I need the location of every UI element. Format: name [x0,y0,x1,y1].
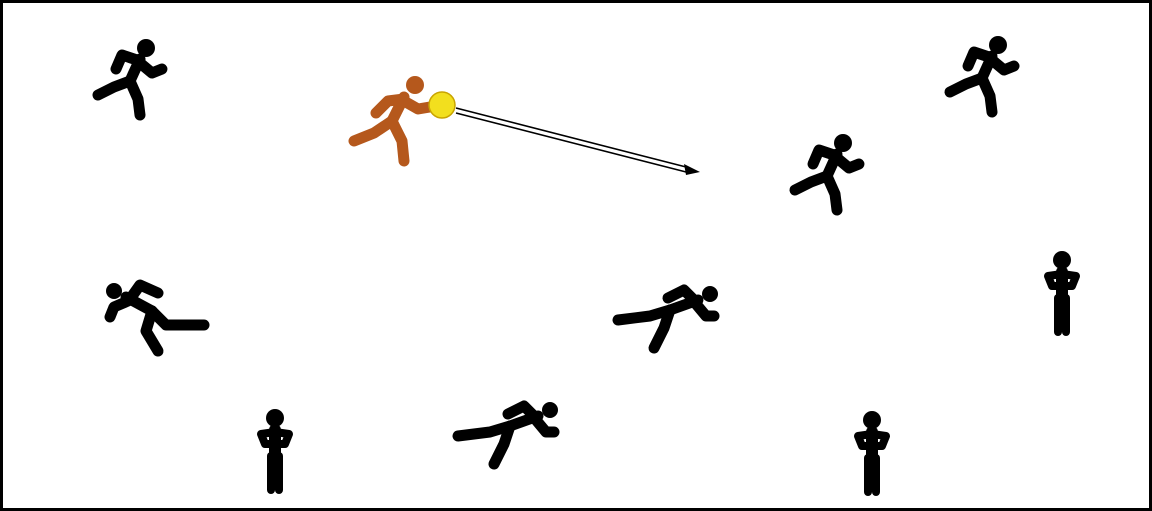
player-limb [124,279,164,305]
player-head [834,134,852,152]
player-limb [807,144,843,170]
player-limb [271,428,293,448]
player-figure-runner-top-right [944,36,1020,118]
player-limb [386,115,410,167]
player-limb [690,298,720,322]
pass-arrow [455,107,700,175]
player-limb [821,170,843,216]
player-head [106,283,122,299]
player-head [137,39,155,57]
players-layer [92,36,1080,496]
player-figure-runner-top-left [92,39,168,121]
player-limb [104,295,134,323]
player-limb [110,49,146,75]
player-figure-runner-mid-right [789,134,865,216]
player-limb [868,430,890,450]
player-limb [662,284,702,308]
player-limb [944,72,988,98]
player-head [266,409,284,427]
player-limb [530,414,560,438]
player-limb [452,420,516,442]
player-figure-diver-bottom [452,400,560,470]
player-limb [962,46,998,72]
player-limb [976,72,998,118]
player-limb [831,152,865,174]
player-limb [398,95,436,115]
player-limb [789,170,833,196]
player-figure-diver-left [104,279,210,357]
player-head [863,411,881,429]
player-limb [348,115,398,147]
player-limb [1044,270,1066,290]
player-limb [92,75,136,101]
player-limb [986,54,1020,76]
player-limb [488,420,516,470]
player-limb [124,75,146,121]
player-figure-stander-right [1044,251,1080,336]
player-figure-diver-center [612,284,720,354]
player-limb [257,428,279,448]
player-limb [140,305,164,357]
player-limb [612,304,676,326]
player-limb [502,400,542,424]
player-limb [146,305,210,331]
player-head [406,76,424,94]
player-head [1053,251,1071,269]
player-figure-stander-bottom-right [854,411,890,496]
player-limb [648,304,676,354]
player-figure-stander-bottom-left [257,409,293,494]
player-limb [134,57,168,79]
player-head [542,402,558,418]
arrow-head [684,164,700,175]
player-head [989,36,1007,54]
ball [428,91,456,119]
player-head [702,286,718,302]
player-figure-thrower [348,76,436,167]
player-limb [1058,270,1080,290]
player-limb [854,430,876,450]
